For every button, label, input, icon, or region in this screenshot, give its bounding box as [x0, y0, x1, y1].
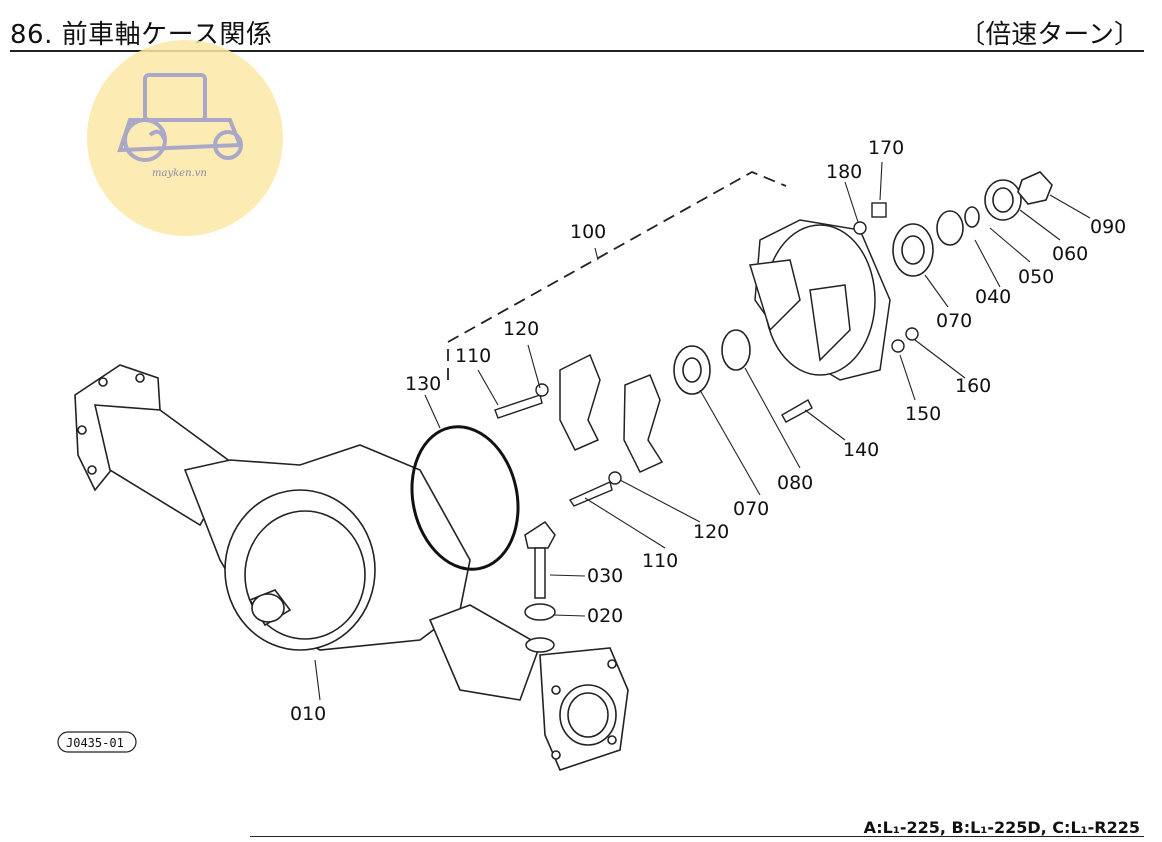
- reference-code-tag: J0435-01: [57, 731, 137, 753]
- part-label-150: 150: [905, 403, 941, 425]
- model-applicability: A:L₁-225, B:L₁-225D, C:L₁-R225: [863, 818, 1140, 837]
- part-label-130: 130: [405, 373, 441, 395]
- tractor-icon: [117, 73, 243, 162]
- part-label-070: 070: [936, 310, 972, 332]
- assembly-bracket: [447, 171, 787, 380]
- drain-plug: [524, 520, 556, 653]
- part-label-160: 160: [955, 375, 991, 397]
- axle-housing: [74, 364, 629, 771]
- part-label-020: 020: [587, 605, 623, 627]
- part-label-030: 030: [587, 565, 623, 587]
- footer-rule: [250, 836, 1144, 837]
- part-label-090: 090: [1090, 216, 1126, 238]
- o-ring-130: [410, 425, 520, 571]
- part-labels: 010 020 030 040 050 060 070 070 080 090 …: [290, 137, 1126, 725]
- part-label-040: 040: [975, 286, 1011, 308]
- part-label-120: 120: [503, 318, 539, 340]
- part-label-120: 120: [693, 521, 729, 543]
- part-label-070: 070: [733, 498, 769, 520]
- case-cover: [749, 219, 891, 381]
- reference-code: J0435-01: [66, 736, 124, 750]
- bearings: [673, 171, 1053, 395]
- part-label-140: 140: [843, 439, 879, 461]
- part-label-050: 050: [1018, 266, 1054, 288]
- hardware: [494, 202, 919, 507]
- leader-lines: [314, 161, 1091, 701]
- header-rule: [10, 50, 1144, 52]
- bearing-holder: [559, 353, 664, 473]
- part-label-110: 110: [642, 550, 678, 572]
- watermark-text: mayken.vn: [152, 168, 207, 179]
- part-label-100: 100: [570, 221, 606, 243]
- part-label-010: 010: [290, 703, 326, 725]
- part-label-170: 170: [868, 137, 904, 159]
- part-label-110: 110: [455, 345, 491, 367]
- page-title: 86. 前車軸ケース関係: [10, 20, 273, 50]
- part-label-060: 060: [1052, 243, 1088, 265]
- watermark-logo: mayken.vn: [87, 40, 283, 236]
- part-label-080: 080: [777, 472, 813, 494]
- variant-title: 〔倍速ターン〕: [959, 20, 1140, 50]
- part-label-180: 180: [826, 161, 862, 183]
